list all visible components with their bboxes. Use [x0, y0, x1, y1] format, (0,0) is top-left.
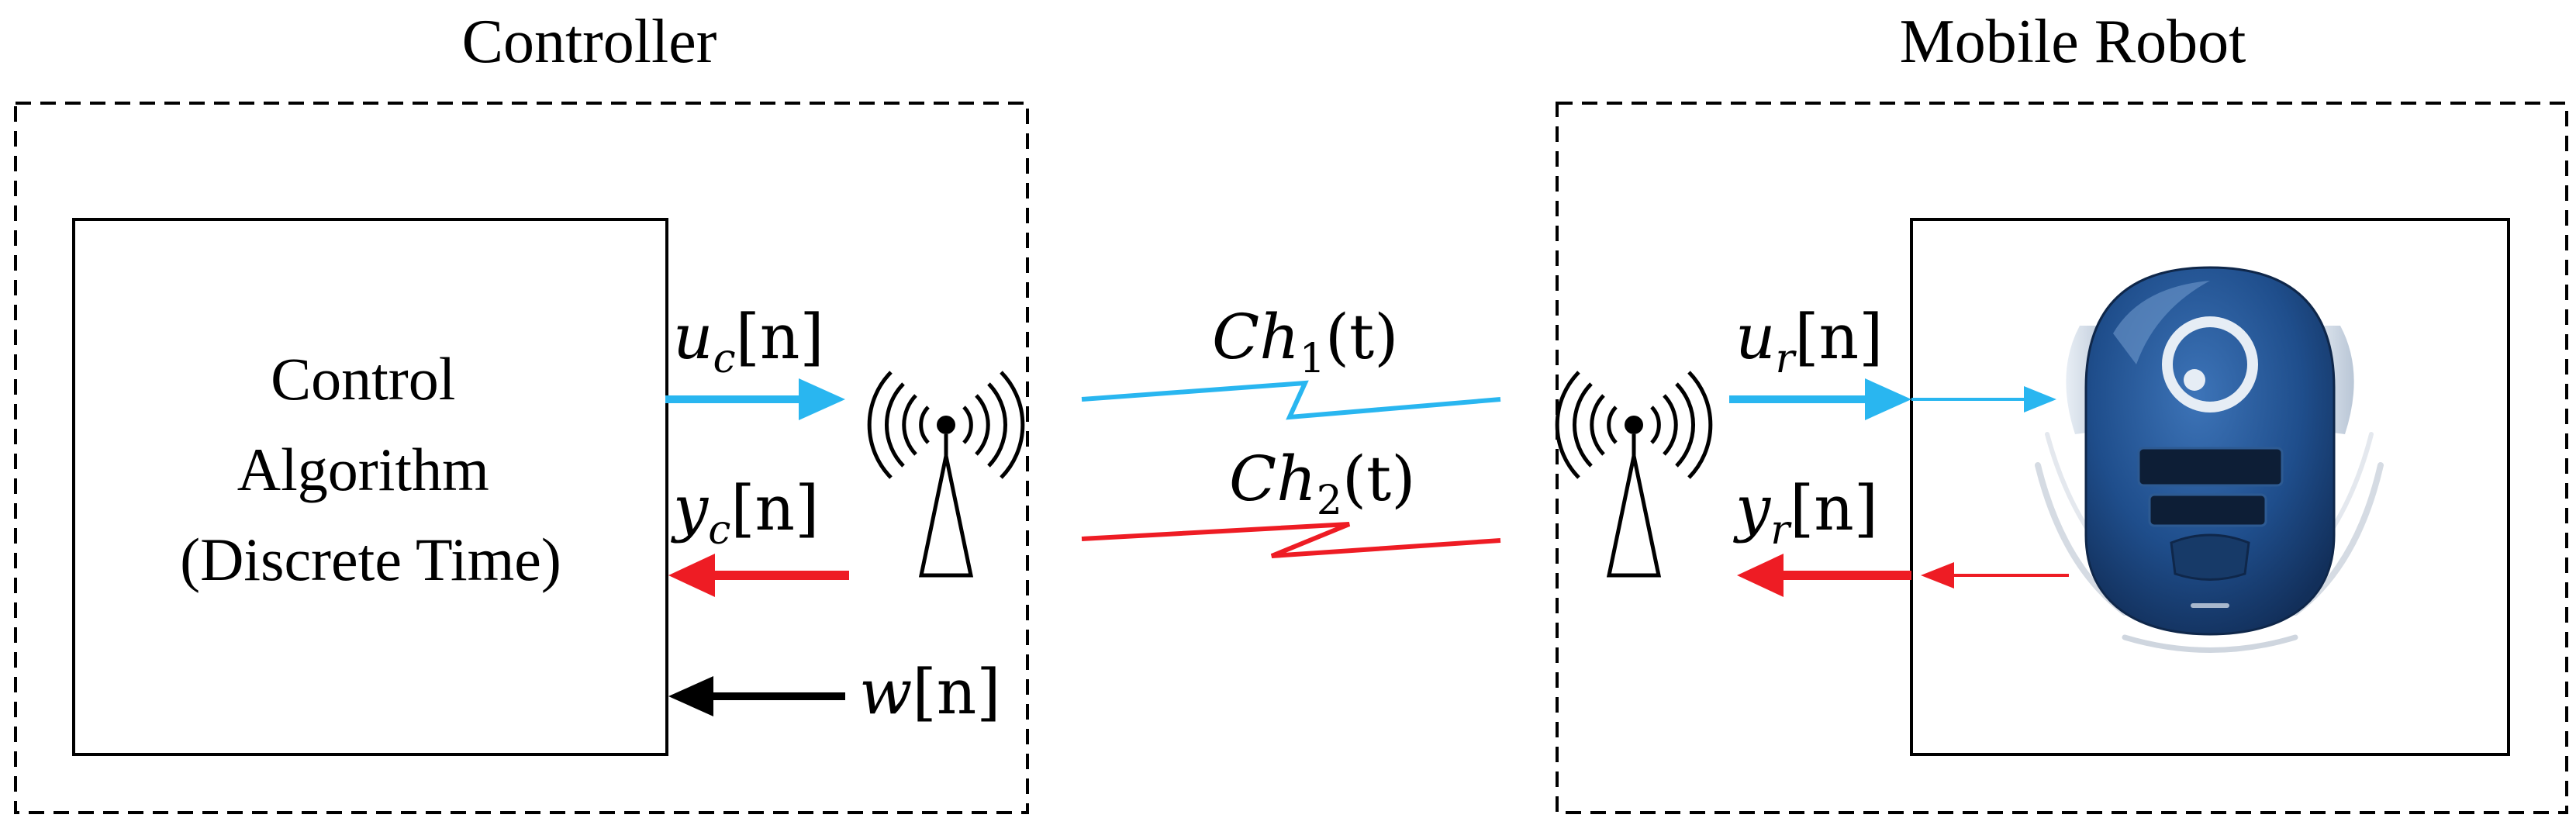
- channel-2-label: Ch2(t): [1229, 443, 1415, 524]
- channel-1-zigzag: [1081, 380, 1501, 420]
- yr-arrow: [1737, 554, 1911, 597]
- block-line-1: Control: [271, 345, 455, 412]
- robot-title: Mobile Robot: [1900, 8, 2246, 76]
- yr-inner-arrow: [1921, 562, 2069, 589]
- controller-dashed-box: [14, 102, 1029, 814]
- block-line-3: (Discrete Time): [180, 526, 561, 593]
- control-algorithm-block: [72, 218, 668, 756]
- controller-title: Controller: [462, 8, 717, 76]
- signal-yc-label: yc[n]: [671, 472, 819, 554]
- signal-uc-label: uc[n]: [673, 301, 824, 382]
- channel-1-label: Ch1(t): [1212, 301, 1398, 382]
- uc-arrow: [665, 378, 845, 420]
- signal-ur-label: ur[n]: [1735, 301, 1883, 382]
- block-line-2: Algorithm: [237, 436, 489, 503]
- robot-antenna-icon: [1555, 371, 1713, 578]
- ur-inner-arrow: [1911, 386, 2056, 412]
- robot-dashed-box: [1556, 102, 2568, 814]
- ur-arrow: [1729, 378, 1911, 420]
- controller-antenna-icon: [867, 371, 1025, 578]
- w-arrow: [668, 676, 845, 716]
- mobile-robot-icon: [2035, 266, 2384, 653]
- signal-w-label: w[n]: [859, 656, 1000, 728]
- yc-arrow: [668, 554, 849, 597]
- channel-2-zigzag: [1081, 522, 1501, 558]
- signal-yr-label: yr[n]: [1733, 472, 1878, 554]
- control-algorithm-label: Control Algorithm (Discrete Time): [180, 345, 561, 593]
